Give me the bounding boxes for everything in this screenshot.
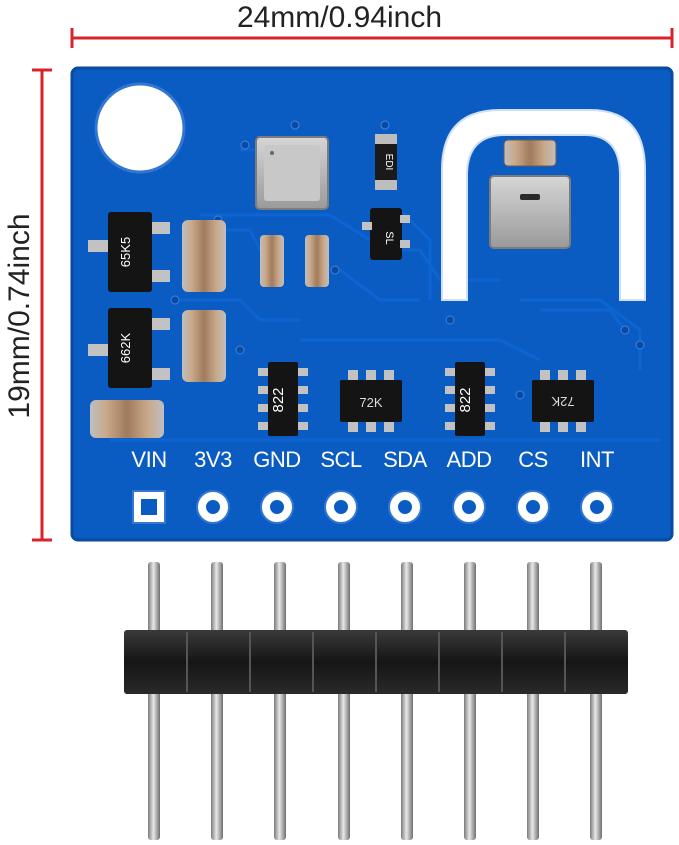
header-pins [148, 562, 602, 840]
chip-2-marking: 72K [359, 395, 382, 410]
sensor-isolation-slot [441, 109, 646, 301]
chip-1-marking: 822 [270, 387, 287, 412]
width-dimension-label: 24mm/0.94inch [236, 1, 443, 34]
capacitor-large-1 [182, 220, 226, 292]
transistor-top: 65K5 [88, 212, 170, 292]
small-ic-marking: SL [383, 231, 395, 244]
capacitor-large-3 [90, 400, 164, 438]
pin-label-3v3: 3V3 [194, 447, 232, 472]
transistor-top-marking: 65K5 [118, 237, 133, 267]
pin-label-add: ADD [446, 447, 492, 472]
capacitor-mid-1 [260, 235, 284, 287]
capacitor-mid-2 [305, 235, 329, 287]
pin-label-vin: VIN [131, 447, 167, 472]
chip-3: 822 [445, 362, 495, 436]
pin-label-scl: SCL [320, 447, 362, 472]
resistor-marking: EDI [383, 154, 394, 171]
chip-1: 822 [258, 362, 308, 436]
pcb-board: EDI SL 65K5 662K [70, 66, 674, 542]
chip-4: 72K [532, 370, 594, 432]
transistor-bottom: 662K [88, 308, 170, 388]
pin-label-gnd: GND [253, 447, 301, 472]
resistor-top: EDI [375, 134, 397, 190]
pin-pads [132, 490, 614, 524]
transistor-bottom-marking: 662K [118, 332, 133, 363]
header-plastic-body [124, 630, 628, 694]
pin-label-cs: CS [518, 447, 548, 472]
chip-3-marking: 822 [457, 387, 474, 412]
pin-header [124, 562, 628, 840]
chip-4-marking: 72K [551, 394, 574, 409]
sensor-chip-main [255, 136, 329, 210]
capacitor-sensor [503, 139, 557, 167]
small-ic: SL [362, 208, 410, 260]
mounting-hole [94, 82, 186, 174]
chip-2: 72K [340, 370, 402, 432]
capacitor-large-2 [182, 310, 226, 382]
pin-label-int: INT [580, 447, 614, 472]
height-dimension-line [32, 68, 52, 542]
humidity-sensor-chip [489, 175, 571, 249]
pin-label-sda: SDA [383, 447, 427, 472]
width-dimension-line [70, 28, 674, 48]
